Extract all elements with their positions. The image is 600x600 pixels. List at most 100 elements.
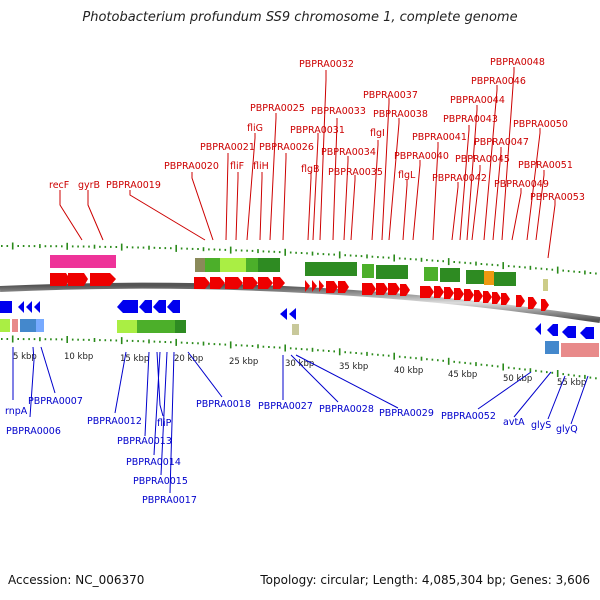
- reverse-gene[interactable]: [18, 301, 24, 313]
- forward-gene[interactable]: [194, 277, 210, 289]
- forward-gene[interactable]: [483, 291, 492, 303]
- forward-gene[interactable]: [273, 277, 285, 289]
- gene-label[interactable]: fliF: [230, 161, 244, 172]
- forward-gene[interactable]: [50, 273, 70, 286]
- gene-label[interactable]: PBPRA0053: [530, 192, 585, 203]
- gene-label[interactable]: PBPRA0041: [412, 132, 467, 143]
- gene-label[interactable]: PBPRA0017: [142, 495, 197, 506]
- forward-gene[interactable]: [376, 283, 388, 295]
- gene-label[interactable]: PBPRA0014: [126, 457, 181, 468]
- forward-gene[interactable]: [362, 283, 376, 295]
- gene-label[interactable]: PBPRA0032: [299, 59, 354, 70]
- tick-mark: [126, 339, 128, 342]
- reverse-gene[interactable]: [289, 308, 296, 320]
- forward-gene[interactable]: [319, 280, 324, 292]
- forward-gene[interactable]: [444, 287, 454, 299]
- gene-label[interactable]: PBPRA0033: [311, 106, 366, 117]
- gene-label[interactable]: PBPRA0042: [432, 173, 487, 184]
- gene-label[interactable]: PBPRA0029: [379, 408, 434, 419]
- gene-label[interactable]: PBPRA0026: [259, 142, 314, 153]
- reverse-gene[interactable]: [167, 300, 180, 313]
- gene-label[interactable]: PBPRA0051: [518, 160, 573, 171]
- gene-label[interactable]: PBPRA0013: [117, 436, 172, 447]
- gene-label[interactable]: PBPRA0038: [373, 109, 428, 120]
- gene-label[interactable]: recF: [49, 180, 69, 191]
- gene-label[interactable]: PBPRA0037: [363, 90, 418, 101]
- forward-gene[interactable]: [474, 290, 483, 302]
- forward-gene[interactable]: [326, 281, 338, 293]
- gene-label[interactable]: flgI: [370, 128, 385, 139]
- reverse-gene[interactable]: [117, 300, 138, 313]
- gene-label[interactable]: PBPRA0025: [250, 103, 305, 114]
- gene-label[interactable]: PBPRA0015: [133, 476, 188, 487]
- forward-gene[interactable]: [434, 286, 444, 298]
- forward-gene[interactable]: [312, 280, 317, 292]
- gene-label[interactable]: gyrB: [78, 180, 100, 191]
- gene-label[interactable]: fliG: [247, 123, 263, 134]
- gene-label[interactable]: PBPRA0034: [321, 147, 376, 158]
- gene-label[interactable]: PBPRA0018: [196, 399, 251, 410]
- forward-gene[interactable]: [528, 297, 537, 309]
- forward-gene[interactable]: [225, 277, 243, 289]
- forward-gene[interactable]: [243, 277, 258, 289]
- gene-label[interactable]: PBPRA0044: [450, 95, 505, 106]
- gene-label[interactable]: PBPRA0049: [494, 179, 549, 190]
- forward-gene[interactable]: [454, 288, 464, 300]
- gene-label[interactable]: glyQ: [556, 424, 578, 435]
- gene-label[interactable]: flgB: [301, 164, 320, 175]
- forward-gene[interactable]: [210, 277, 225, 289]
- gene-label[interactable]: PBPRA0027: [258, 401, 313, 412]
- gene-label[interactable]: PBPRA0028: [319, 404, 374, 415]
- gene-label[interactable]: PBPRA0007: [28, 396, 83, 407]
- gene-label[interactable]: PBPRA0043: [443, 114, 498, 125]
- forward-gene[interactable]: [464, 289, 474, 301]
- gene-label[interactable]: fliH: [253, 161, 269, 172]
- tick-mark: [447, 357, 450, 365]
- gene-label[interactable]: PBPRA0047: [474, 137, 529, 148]
- forward-gene[interactable]: [516, 295, 525, 307]
- forward-gene[interactable]: [388, 283, 400, 295]
- reverse-gene[interactable]: [153, 300, 166, 313]
- tick-mark: [556, 370, 559, 377]
- gene-label[interactable]: PBPRA0050: [513, 119, 568, 130]
- gene-label[interactable]: PBPRA0019: [106, 180, 161, 191]
- reverse-gene[interactable]: [139, 300, 152, 313]
- reverse-gene[interactable]: [547, 324, 558, 336]
- forward-gene[interactable]: [305, 280, 310, 292]
- forward-gene[interactable]: [492, 292, 501, 304]
- gene-label[interactable]: PBPRA0020: [164, 161, 219, 172]
- gene-label[interactable]: avtA: [503, 417, 525, 428]
- gene-label[interactable]: fliP: [157, 418, 172, 429]
- reverse-gene[interactable]: [280, 308, 287, 320]
- gene-label[interactable]: flgL: [398, 170, 416, 181]
- forward-gene[interactable]: [400, 284, 410, 296]
- gene-label[interactable]: PBPRA0045: [455, 154, 510, 165]
- gene-label[interactable]: glyS: [531, 420, 551, 431]
- tick-mark: [513, 367, 515, 370]
- gene-label[interactable]: PBPRA0006: [6, 426, 61, 437]
- gene-label[interactable]: PBPRA0048: [490, 57, 545, 68]
- forward-gene[interactable]: [68, 273, 88, 286]
- gene-label[interactable]: PBPRA0031: [290, 125, 345, 136]
- forward-gene[interactable]: [501, 293, 510, 305]
- gene-label[interactable]: rnpA: [5, 406, 28, 417]
- tick-mark: [148, 339, 150, 344]
- gene-label[interactable]: PBPRA0035: [328, 167, 383, 178]
- forward-gene[interactable]: [338, 281, 349, 293]
- gene-label[interactable]: PBPRA0046: [471, 76, 526, 87]
- forward-gene[interactable]: [90, 273, 116, 286]
- reverse-gene[interactable]: [26, 301, 32, 313]
- gene-label[interactable]: PBPRA0012: [87, 416, 142, 427]
- forward-gene[interactable]: [420, 286, 434, 298]
- reverse-gene[interactable]: [562, 326, 576, 338]
- forward-gene[interactable]: [258, 277, 273, 289]
- reverse-gene[interactable]: [0, 301, 12, 313]
- gene-label[interactable]: PBPRA0052: [441, 411, 496, 422]
- reverse-gene[interactable]: [535, 323, 541, 335]
- reverse-gene[interactable]: [580, 327, 594, 339]
- tick-mark: [502, 363, 504, 371]
- reverse-gene[interactable]: [34, 301, 40, 313]
- gene-label[interactable]: PBPRA0040: [394, 151, 449, 162]
- forward-gene[interactable]: [541, 299, 549, 311]
- gene-label[interactable]: PBPRA0021: [200, 142, 255, 153]
